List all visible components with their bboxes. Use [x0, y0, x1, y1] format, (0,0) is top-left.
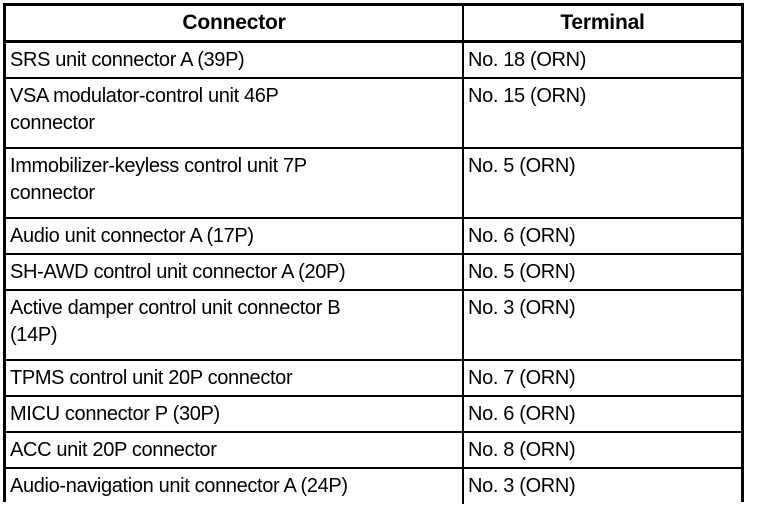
table-header: Connector Terminal: [6, 6, 741, 43]
table-header-row: Connector Terminal: [6, 6, 741, 43]
cell-terminal: No. 5 (ORN): [463, 148, 741, 219]
table-row: Audio unit connector A (17P)No. 6 (ORN): [6, 218, 741, 255]
cell-connector: SH-AWD control unit connector A (20P): [6, 254, 464, 291]
column-header-terminal: Terminal: [463, 6, 741, 43]
cell-terminal: No. 15 (ORN): [463, 78, 741, 149]
cell-connector: Audio unit connector A (17P): [6, 218, 464, 255]
table-row: SH-AWD control unit connector A (20P)No.…: [6, 254, 741, 291]
cell-terminal: No. 6 (ORN): [463, 396, 741, 433]
table-row: Immobilizer-keyless control unit 7P conn…: [6, 148, 741, 219]
column-header-connector: Connector: [6, 6, 464, 43]
cell-terminal: No. 18 (ORN): [463, 41, 741, 79]
connector-terminal-table: Connector Terminal SRS unit connector A …: [6, 6, 741, 504]
connector-terminal-table-frame: Connector Terminal SRS unit connector A …: [3, 3, 744, 504]
cell-connector: SRS unit connector A (39P): [6, 41, 464, 79]
table-row: SRS unit connector A (39P)No. 18 (ORN): [6, 41, 741, 79]
cell-terminal: No. 7 (ORN): [463, 360, 741, 397]
cell-connector: MICU connector P (30P): [6, 396, 464, 433]
cell-connector: VSA modulator-control unit 46P connector: [6, 78, 464, 149]
table-row: Active damper control unit connector B (…: [6, 290, 741, 361]
cell-terminal: No. 3 (ORN): [463, 468, 741, 504]
cell-terminal: No. 8 (ORN): [463, 432, 741, 469]
cell-connector: Immobilizer-keyless control unit 7P conn…: [6, 148, 464, 219]
table-row: MICU connector P (30P)No. 6 (ORN): [6, 396, 741, 433]
table-row: Audio-navigation unit connector A (24P)N…: [6, 468, 741, 504]
table-body: SRS unit connector A (39P)No. 18 (ORN)VS…: [6, 41, 741, 504]
cell-connector: Audio-navigation unit connector A (24P): [6, 468, 464, 504]
cell-connector: TPMS control unit 20P connector: [6, 360, 464, 397]
cell-terminal: No. 6 (ORN): [463, 218, 741, 255]
table-row: VSA modulator-control unit 46P connector…: [6, 78, 741, 149]
cell-terminal: No. 5 (ORN): [463, 254, 741, 291]
cell-terminal: No. 3 (ORN): [463, 290, 741, 361]
cell-connector: ACC unit 20P connector: [6, 432, 464, 469]
cell-connector: Active damper control unit connector B (…: [6, 290, 464, 361]
